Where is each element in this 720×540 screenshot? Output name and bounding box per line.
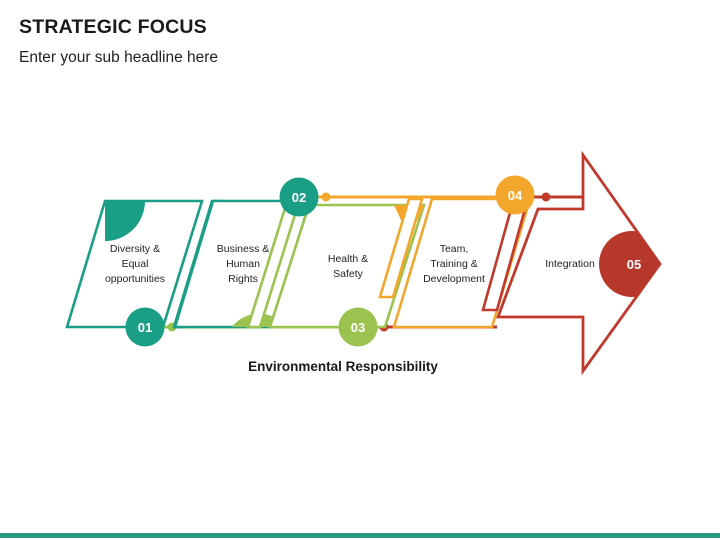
step-shape-5-arrow: [495, 150, 662, 376]
step-marker-2[interactable]: 02: [279, 177, 319, 217]
step-1-accent-quarter-circle: [105, 201, 145, 241]
step-marker-2-number: 02: [292, 190, 306, 205]
step-label-1-line3: opportunities: [105, 273, 165, 285]
page-title: STRATEGIC FOCUS: [19, 16, 207, 38]
step-label-2: Business & Human Rights: [217, 243, 270, 285]
connector-dot-red-top: [541, 192, 551, 202]
step-marker-4[interactable]: 04: [495, 175, 535, 215]
step-label-5: Integration: [545, 258, 595, 270]
step-marker-1-number: 01: [138, 320, 152, 335]
diagram-caption: Environmental Responsibility: [248, 359, 438, 374]
step-marker-5-number: 05: [627, 257, 641, 272]
step-label-1-line1: Diversity &: [110, 243, 160, 255]
step-marker-5[interactable]: 05: [599, 231, 665, 297]
step-label-2-line1: Business &: [217, 243, 270, 255]
step-marker-4-number: 04: [508, 188, 523, 203]
step-marker-1[interactable]: 01: [125, 307, 165, 347]
step-label-4-line2: Training &: [430, 258, 477, 270]
step-marker-3-circle: [338, 307, 378, 347]
step-label-2-line3: Rights: [228, 273, 258, 285]
step-label-1: Diversity & Equal opportunities: [105, 243, 165, 285]
step-label-4-line3: Development: [423, 273, 485, 285]
step-marker-3-number: 03: [351, 320, 365, 335]
step-label-3: Health & Safety: [328, 253, 368, 280]
footer-accent-bar: [0, 533, 720, 538]
step-marker-2-circle: [279, 177, 319, 217]
step-label-3-line1: Health &: [328, 253, 368, 265]
step-marker-1-circle: [125, 307, 165, 347]
step-label-1-line2: Equal: [122, 258, 149, 270]
step-label-3-line2: Safety: [333, 268, 364, 280]
step-marker-3[interactable]: 03: [338, 307, 378, 347]
step-label-4-line1: Team,: [440, 243, 469, 255]
step-shape-3[interactable]: [246, 203, 426, 329]
step-shape-5[interactable]: [481, 150, 662, 376]
page-subtitle: Enter your sub headline here: [19, 49, 219, 66]
step-marker-4-circle: [495, 175, 535, 215]
connector-dot-orange: [321, 192, 331, 202]
step-label-5-line1: Integration: [545, 258, 595, 270]
step-label-4: Team, Training & Development: [423, 243, 485, 285]
step-shape-4-sliver: [378, 197, 424, 299]
step-label-2-line2: Human: [226, 258, 260, 270]
